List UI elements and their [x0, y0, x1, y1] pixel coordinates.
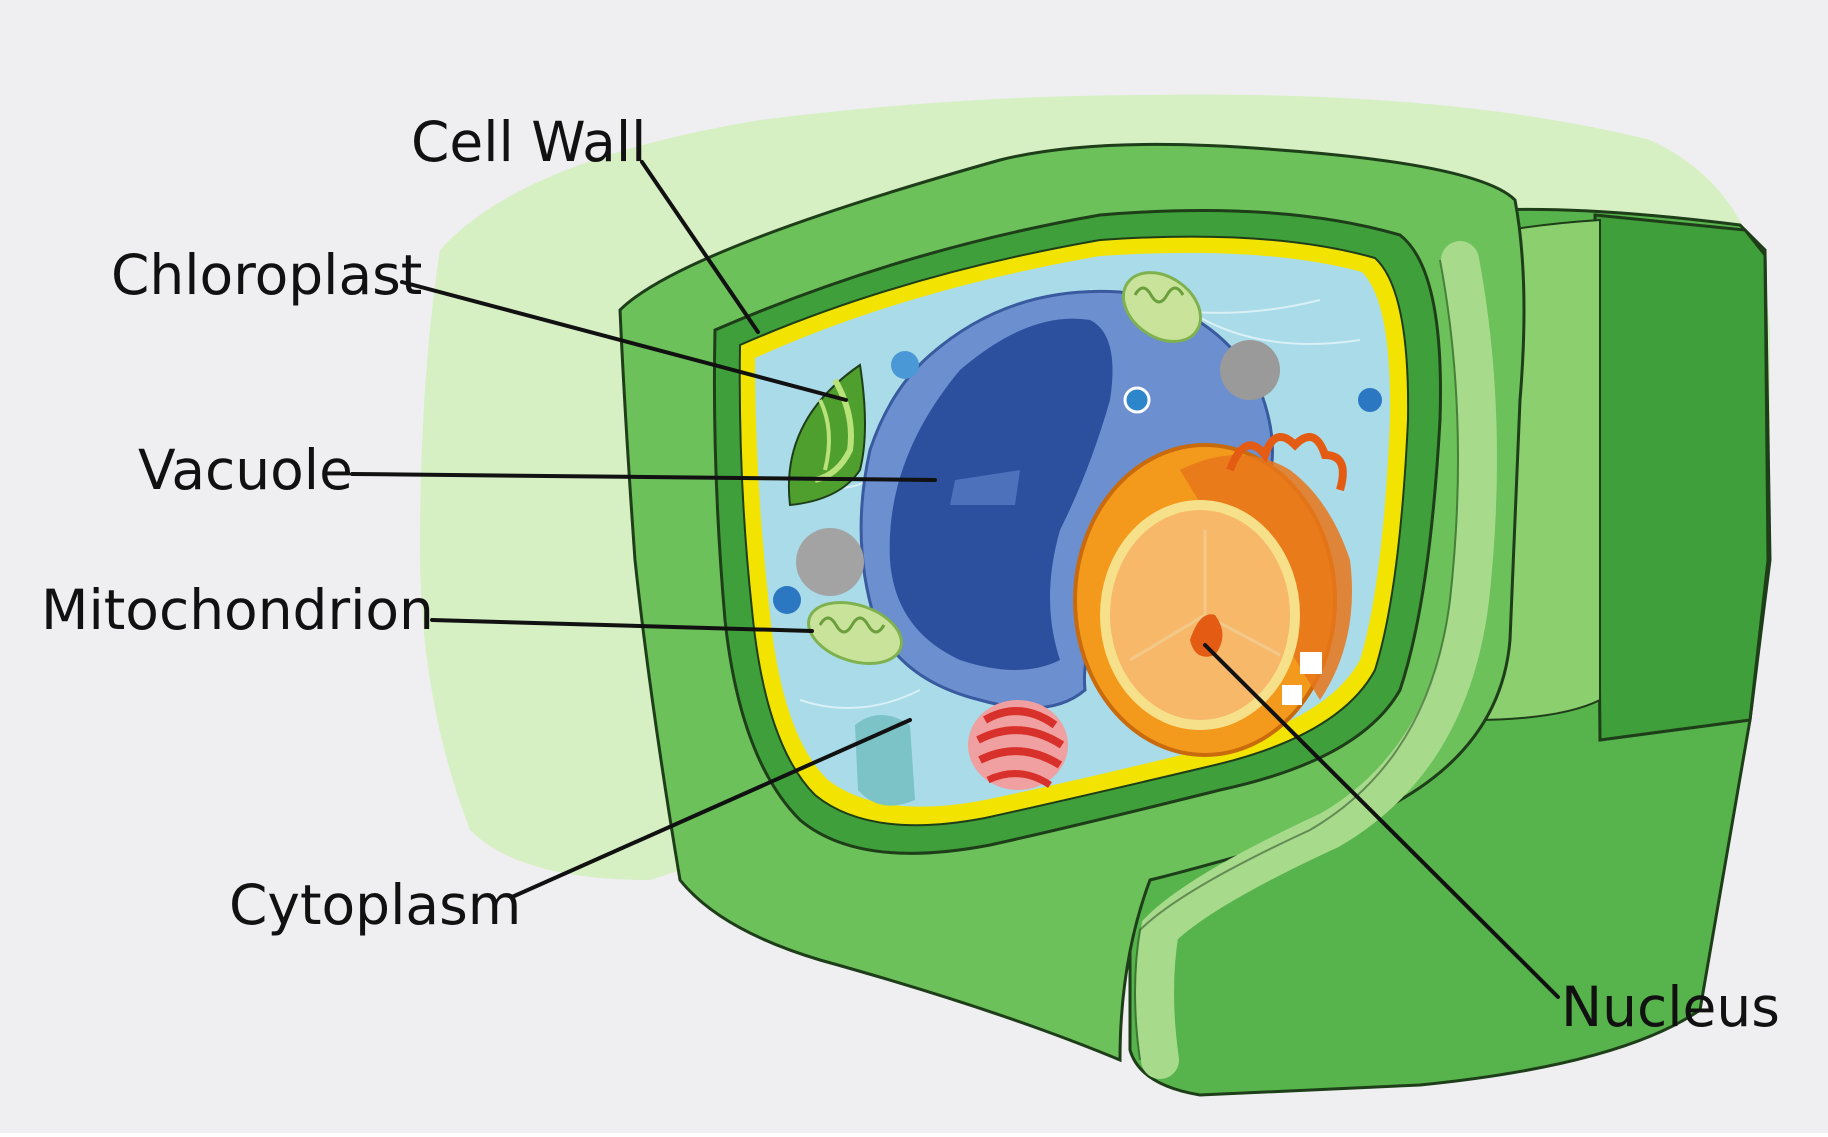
- vesicle-2: [773, 586, 801, 614]
- peroxisome-1: [1220, 340, 1280, 400]
- lysosome: [855, 715, 915, 806]
- label-mitochondrion: Mitochondrion: [41, 583, 434, 638]
- label-cell-wall: Cell Wall: [411, 115, 646, 170]
- label-chloroplast: Chloroplast: [111, 248, 422, 303]
- vesicle-1: [891, 351, 919, 379]
- vesicle-3: [1358, 388, 1382, 412]
- cell-wall-right-face: [1595, 215, 1768, 740]
- golgi-apparatus: [968, 700, 1068, 790]
- peroxisome-2: [796, 528, 864, 596]
- label-vacuole: Vacuole: [138, 443, 353, 498]
- label-cytoplasm: Cytoplasm: [229, 878, 521, 933]
- ribosome-body: [1125, 388, 1149, 412]
- label-nucleus: Nucleus: [1561, 980, 1780, 1035]
